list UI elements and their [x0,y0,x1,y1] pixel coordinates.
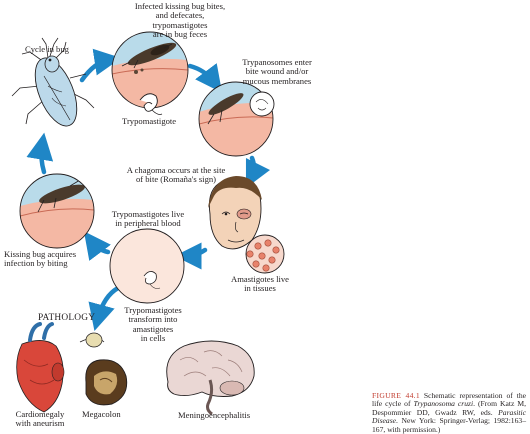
label-transform: Trypomastigotes transform into amastigot… [112,305,194,344]
caption-text-2: . (From Katz M, Despommier DD, Gwadz RW,… [372,399,526,417]
label-transform-line1: Trypomastigotes [124,305,182,315]
caption-book: Parasitic Disease [372,407,526,426]
label-acquire-line2: infection by biting [4,258,68,269]
label-cycle-in-bug: Cycle in bug [25,44,69,54]
label-trypomastigote: Trypomastigote [122,116,177,126]
label-amast-line1: Amastigotes live [231,274,289,284]
caption-text-1: Schematic representation of the life cyc… [372,391,526,409]
label-bite-line1: Infected kissing bug bites, [134,1,226,11]
label-chagoma-line1: A chagoma occurs at the site [126,165,226,175]
label-blood-line1: Trypomastigotes live [111,209,185,219]
child-face-illustration [208,176,262,250]
label-bite-line4: are in bug feces [152,29,208,40]
caption-species: Trypanosoma cruzi [413,399,474,409]
arrow-bite-to-enter [187,63,223,93]
arrow-acquire-to-bug [26,132,54,175]
label-chagoma-line2: of bite (Romaña's sign) [135,174,217,185]
enter-circle [198,81,275,157]
arrow-blood-to-acquire [83,231,111,261]
acquire-circle [19,173,95,249]
kissing-bug-illustration [11,37,95,127]
label-cardiomegaly: Cardiomegaly with aneurism [8,409,72,429]
label-cardio-line1: Cardiomegaly [15,409,65,419]
label-transform-line2: transform into [128,314,178,325]
label-enter: Trypanosomes enter bite wound and/or muc… [226,57,328,86]
caption-text-3: . New York: Springer-Verlag; 1982:163–16… [372,416,526,434]
trypomastigote-drawing [139,93,163,115]
arrow-enter-to-chagoma [245,155,271,189]
label-chagoma: A chagoma occurs at the site of bite (Ro… [120,165,232,185]
figure-number: FIGURE 44.1 [372,391,420,400]
label-meningoencephalitis: Meningoencephalitis [178,410,251,420]
arrow-chagoma-to-blood [174,242,208,270]
label-amast-line2: in tissues [244,283,276,294]
brain-illustration [166,340,255,416]
label-blood: Trypomastigotes live in peripheral blood [100,209,196,229]
label-blood-line2: in peripheral blood [115,218,181,229]
figure-caption: FIGURE 44.1 Schematic representation of … [372,391,526,434]
arrow-blood-to-pathology [88,285,121,332]
label-enter-line3: mucous membranes [242,75,312,86]
label-megacolon: Megacolon [82,409,121,419]
label-amastigotes: Amastigotes live in tissues [222,274,298,294]
label-transform-line3: amastigotes [132,323,174,334]
amastigotes-tissue-circle [245,234,285,274]
label-enter-line2: bite wound and/or [245,66,309,77]
blood-circle [109,228,185,304]
label-cardio-line2: with aneurism [15,418,65,429]
cycle-arrows [26,48,271,332]
label-pathology: PATHOLOGY [38,313,96,323]
megacolon-illustration [79,332,128,406]
label-bite: Infected kissing bug bites, and defecate… [118,1,242,40]
label-bite-line2: and defecates, [155,10,205,21]
label-bite-line3: trypomastigotes [152,19,208,30]
label-acquire: Kissing bug acquires infection by biting [4,249,77,269]
heart-illustration [16,322,65,413]
arrow-bug-to-bite [79,48,122,83]
label-acquire-line1: Kissing bug acquires [4,249,77,259]
label-transform-line4: in cells [140,333,166,344]
label-enter-line1: Trypanosomes enter [242,57,312,67]
